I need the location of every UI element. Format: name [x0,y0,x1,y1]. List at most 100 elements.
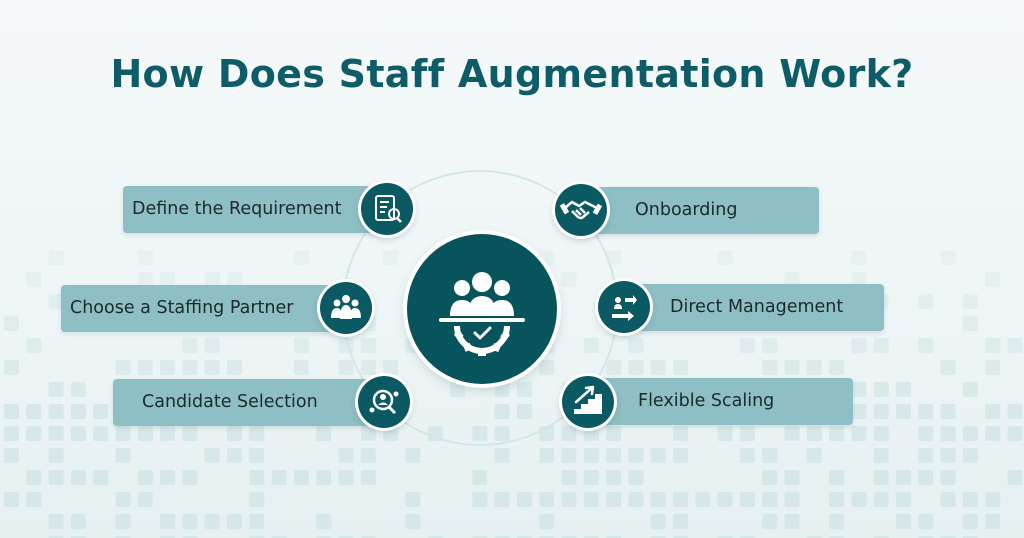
background-tile [26,470,42,485]
background-tile [985,514,1001,529]
background-tile [784,272,800,287]
background-tile [227,448,242,463]
background-tile [985,338,1001,353]
staffing-team-icon [320,282,372,334]
background-tile [4,360,19,375]
background-tile [561,470,577,485]
background-tile [338,470,354,485]
background-tile [784,470,800,485]
step-choose-staffing-partner: Choose a Staffing Partner [61,285,341,332]
background-tile [405,514,421,529]
background-tile [4,426,19,441]
background-tile [873,338,889,353]
background-tile [160,360,176,375]
background-tile [227,514,242,529]
background-tile [316,514,332,529]
background-tile [338,360,354,375]
background-tile [249,426,265,441]
background-tile [182,514,198,529]
background-tile [628,360,644,375]
background-tile [182,470,198,485]
background-tile [940,470,956,485]
background-tile [873,426,889,441]
background-tile [561,448,577,463]
background-tile [137,250,153,265]
background-tile [784,426,800,441]
background-tile [70,382,86,397]
background-tile [182,426,198,441]
background-tile [829,426,845,441]
background-tile [829,514,845,529]
background-tile [115,514,131,529]
background-tile [940,250,956,265]
background-tile [873,492,889,507]
background-tile [762,338,778,353]
background-tile [940,448,956,463]
background-tile [360,470,376,485]
background-tile [539,514,555,529]
background-tile [1007,470,1023,485]
background-tile [360,426,376,441]
background-tile [829,470,845,485]
background-tile [160,514,176,529]
background-tile [873,470,889,485]
background-tile [4,492,19,507]
background-tile [985,404,1001,419]
background-tile [494,492,510,507]
center-hub [407,234,557,384]
background-tile [673,448,688,463]
background-tile [806,448,822,463]
background-tile [896,382,911,397]
background-tile [48,294,64,309]
background-tile [93,470,109,485]
background-tile [48,382,64,397]
background-tile [628,470,644,485]
background-tile [829,360,845,375]
background-tile [918,426,934,441]
background-tile [160,426,176,441]
background-tile [26,272,42,287]
background-tile [628,448,644,463]
background-tile [962,492,978,507]
candidate-search-icon [358,376,410,428]
background-tile [784,360,800,375]
background-tile [70,514,86,529]
background-tile [204,360,220,375]
background-tile [695,492,711,507]
background-tile [806,360,822,375]
background-tile [606,426,622,441]
background-tile [583,492,599,507]
requirement-checklist-icon [361,183,413,235]
background-tile [985,272,1001,287]
background-tile [918,404,934,419]
background-tile [4,448,19,463]
background-tile [539,492,555,507]
background-tile [70,426,86,441]
background-tile [115,360,131,375]
background-tile [940,426,956,441]
background-tile [739,338,755,353]
background-tile [606,492,622,507]
background-tile [673,492,688,507]
step-label: Candidate Selection [142,392,318,412]
background-tile [227,426,242,441]
background-tile [650,360,666,375]
step-candidate-selection: Candidate Selection [113,379,388,426]
background-tile [985,360,1001,375]
background-tile [26,338,42,353]
background-tile [606,470,622,485]
background-tile [383,426,399,441]
background-tile [896,514,911,529]
background-tile [204,448,220,463]
background-tile [717,492,733,507]
background-tile [227,272,242,287]
step-label: Direct Management [670,297,844,317]
background-tile [918,448,934,463]
background-tile [784,492,800,507]
background-tile [316,470,332,485]
background-tile [606,448,622,463]
background-tile [93,404,109,419]
background-tile [227,360,242,375]
background-tile [48,514,64,529]
background-tile [650,514,666,529]
